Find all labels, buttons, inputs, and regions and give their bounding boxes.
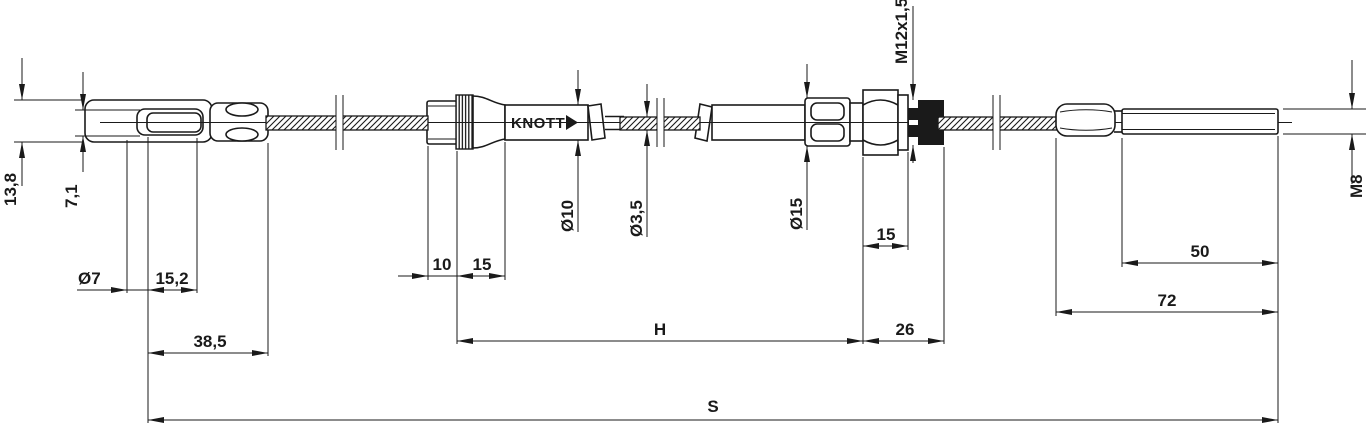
dim-eyelet-length: 38,5	[148, 332, 268, 356]
dim-label-eyelet-outer-height: 13,8	[1, 173, 20, 206]
brand-logo: KNOTT	[511, 115, 578, 132]
adjuster-cone	[472, 95, 506, 149]
cable-segment-1	[265, 95, 429, 150]
dim-rod-thread: M8	[1347, 60, 1366, 198]
dim-hex-washer-length: 15	[863, 225, 908, 249]
dim-thread-length: 50	[1122, 242, 1278, 266]
dim-label-abutment-diameter: Ø15	[787, 198, 806, 230]
dim-mount-thread: M12x1,5	[892, 0, 916, 163]
dim-label-mount-thread: M12x1,5	[892, 0, 911, 64]
cable-assembly-view: KNOTT	[75, 89, 1292, 156]
dim-label-adjuster-cap-length: 10	[433, 255, 452, 274]
dim-label-adjuster-cone-length: 15	[473, 255, 492, 274]
rod-end	[1055, 103, 1279, 137]
dim-eyelet-slot-height: 7,1	[62, 72, 86, 208]
dim-label-inner-cable-diameter: Ø3,5	[627, 200, 646, 237]
dim-inner-cable-diameter: Ø3,5	[627, 84, 650, 237]
dim-label-thread-length: 50	[1191, 242, 1210, 261]
dim-overall-length: S	[148, 397, 1278, 423]
dim-label-conduit-diameter: Ø10	[558, 200, 577, 232]
dim-label-eyelet-slot-length: 15,2	[155, 269, 188, 288]
dim-abutment-diameter: Ø15	[787, 64, 810, 230]
dim-label-eyelet-length: 38,5	[193, 332, 226, 351]
dim-label-rod-end-length: 72	[1158, 291, 1177, 310]
break-mark	[993, 110, 1001, 137]
eyelet-end-fitting	[75, 99, 269, 143]
brand-logo-triangle-icon	[566, 115, 578, 130]
swaged-ferrule	[1055, 103, 1116, 137]
extension-lines	[14, 99, 1366, 423]
dim-label-eyelet-slot-height: 7,1	[62, 184, 81, 208]
dim-rod-end-length: 72	[1056, 291, 1278, 315]
outer-conduit-right	[694, 97, 864, 147]
dim-label-hex-washer-length: 15	[877, 225, 896, 244]
dim-conduit-diameter: Ø10	[558, 70, 581, 232]
dim-label-mount-section-length: 26	[896, 320, 915, 339]
brand-logo-text: KNOTT	[511, 115, 565, 132]
dim-eyelet-hole-and-slot: Ø7 15,2	[77, 269, 197, 293]
dim-label-eyelet-hole-diameter: Ø7	[78, 269, 101, 288]
adjuster-housing	[426, 94, 506, 150]
dim-eyelet-outer-height: 13,8	[1, 58, 25, 206]
cable-segment-3	[937, 95, 1059, 150]
dim-label-conduit-length: H	[654, 320, 666, 339]
break-mark	[336, 109, 344, 137]
break-mark	[657, 110, 665, 137]
inner-cable	[605, 98, 701, 147]
dim-conduit-and-mount-length: H 26	[457, 320, 944, 344]
threaded-rod	[1121, 108, 1279, 135]
dim-adjuster-lengths: 10 15	[398, 255, 505, 279]
conduit-crimp-collar-left	[587, 103, 606, 141]
dim-label-overall-length: S	[707, 397, 718, 416]
dim-label-rod-thread: M8	[1347, 174, 1366, 198]
